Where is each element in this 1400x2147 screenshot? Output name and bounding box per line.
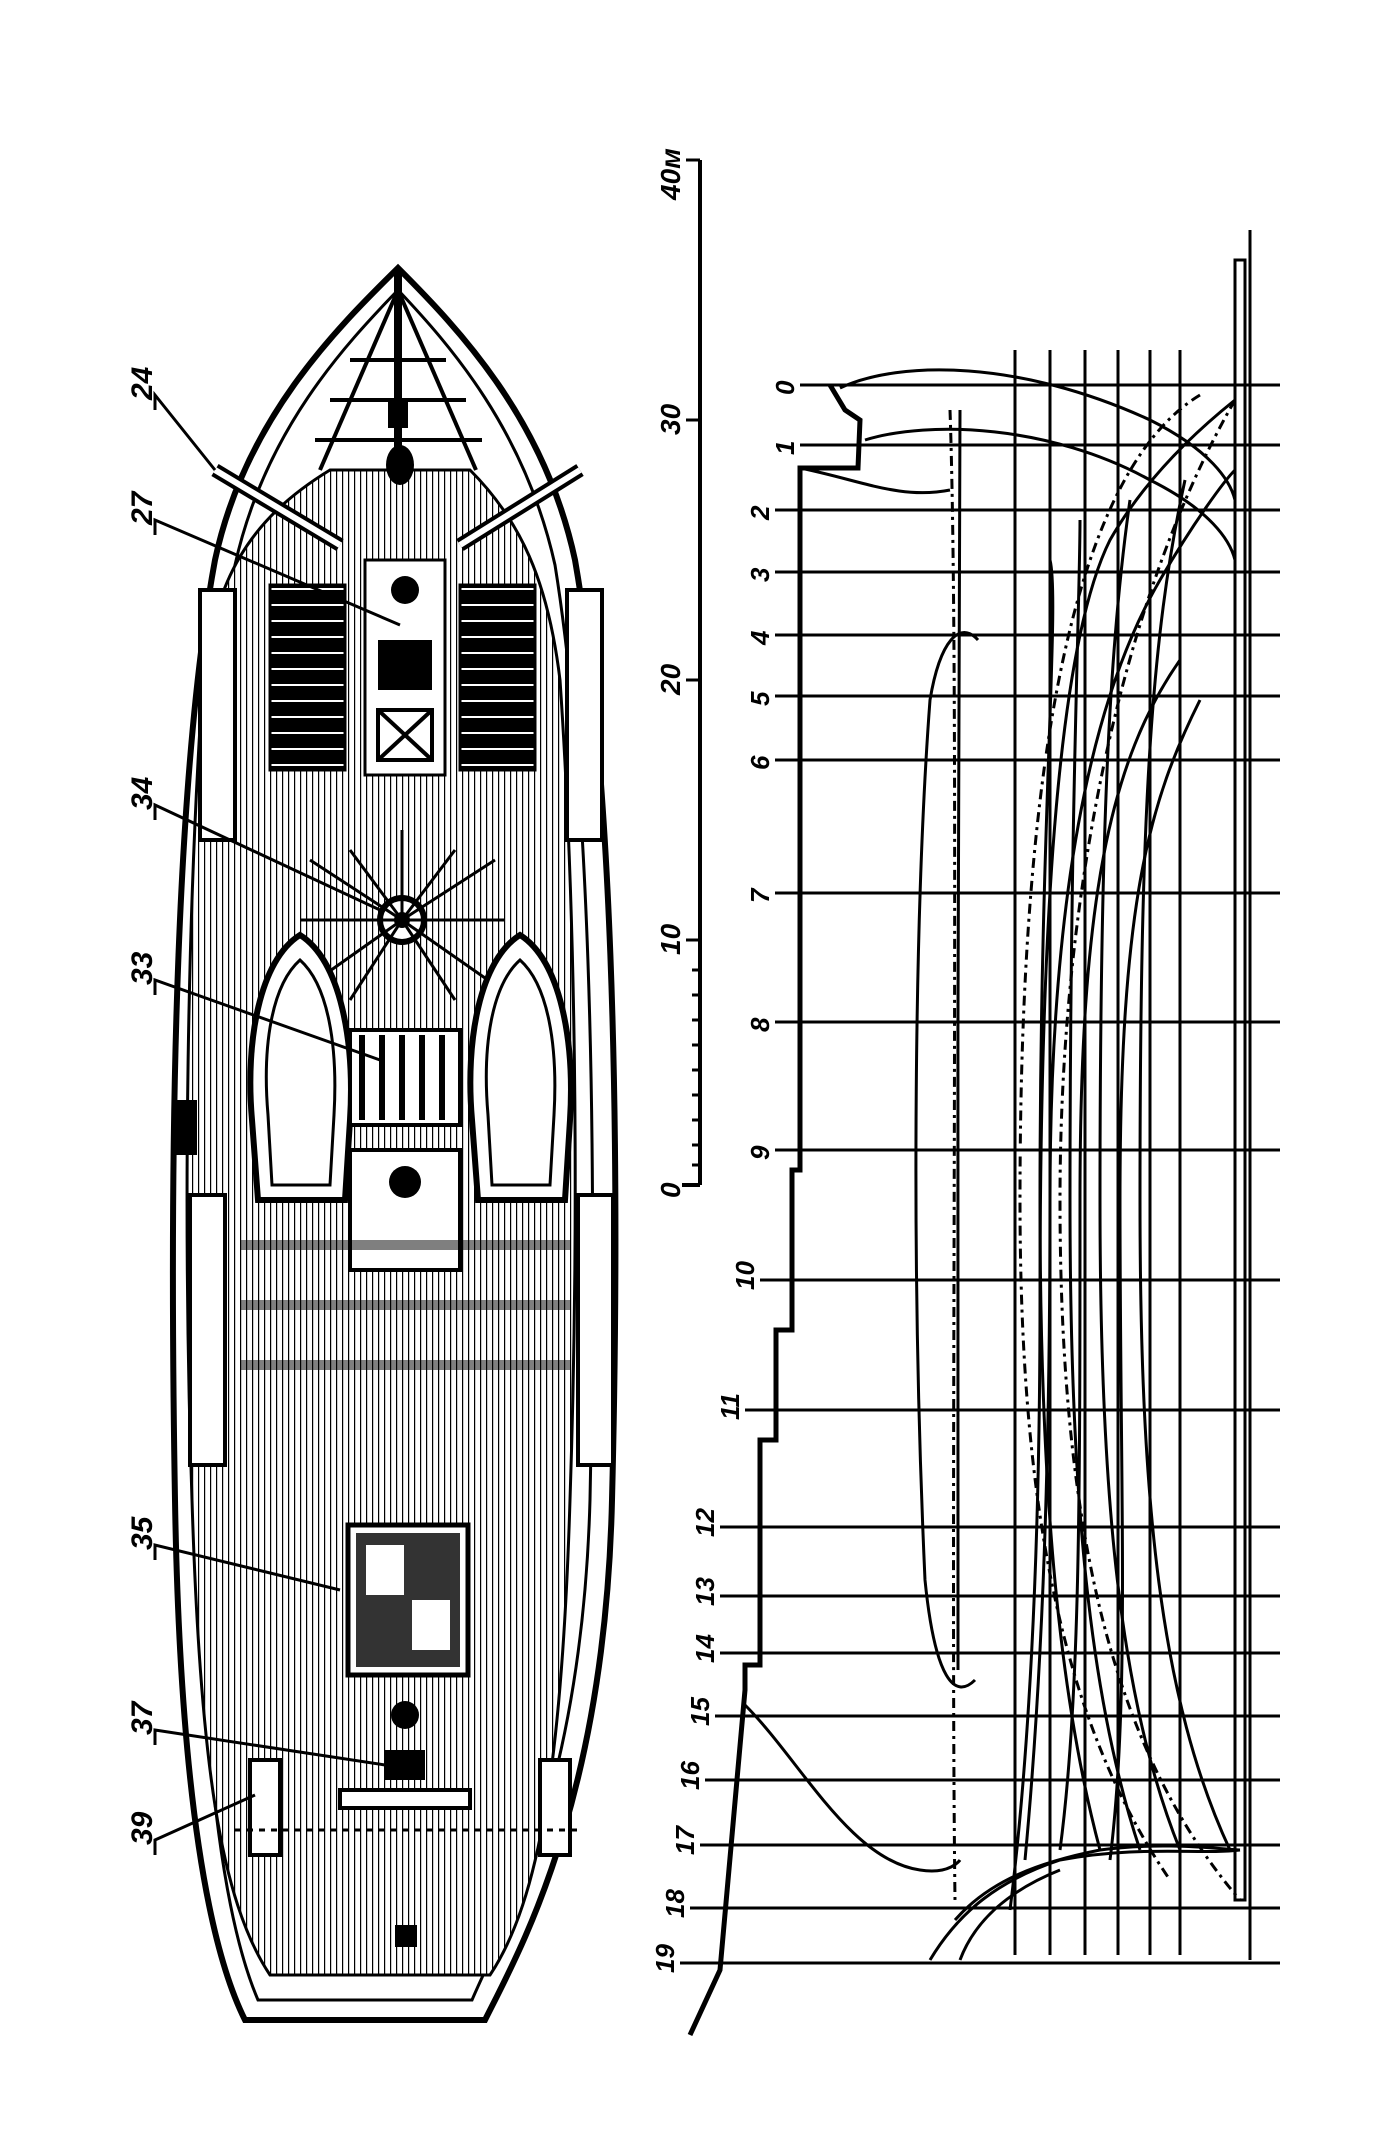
station-label-7: 7 xyxy=(745,887,775,903)
boats xyxy=(247,931,574,1203)
station-label-12: 12 xyxy=(690,1508,720,1537)
station-label-0: 0 xyxy=(770,380,800,395)
main-hatch xyxy=(345,1522,471,1678)
station-label-5: 5 xyxy=(745,691,775,706)
callout-37: 37 xyxy=(126,1700,159,1735)
dashed-diagonals xyxy=(948,393,1242,1901)
station-label-13: 13 xyxy=(690,1577,720,1606)
station-label-6: 6 xyxy=(745,755,775,770)
station-label-14: 14 xyxy=(690,1634,720,1663)
section-curves xyxy=(839,368,1241,1961)
station-label-15: 15 xyxy=(685,1697,715,1726)
scale-tick-30: 30 xyxy=(655,403,686,435)
scale-tick-10: 10 xyxy=(655,923,686,955)
scale-tick-20: 20 xyxy=(655,663,686,696)
callout-24: 24 xyxy=(126,366,159,401)
station-label-2: 2 xyxy=(745,505,775,521)
callout-27: 27 xyxy=(126,490,159,526)
deck-diagonal xyxy=(914,631,980,1689)
station-label-16: 16 xyxy=(675,1761,705,1790)
station-label-11: 11 xyxy=(715,1393,745,1420)
scale-tick-40: 40м xyxy=(655,148,686,201)
aft-fittings xyxy=(235,1701,580,1947)
fore-ports xyxy=(198,588,604,842)
station-label-4: 4 xyxy=(745,630,775,646)
scale-bar: 0 10 20 30 40м xyxy=(655,148,702,1198)
mid-grating xyxy=(348,1028,462,1272)
deck-plan: 24 27 34 33 35 37 39 xyxy=(126,263,619,2023)
station-label-10: 10 xyxy=(730,1261,760,1290)
station-label-1: 1 xyxy=(770,441,800,455)
bow-structure xyxy=(211,268,584,552)
station-label-19: 19 xyxy=(650,1944,680,1973)
scale-tick-0: 0 xyxy=(655,1182,686,1198)
sheer-profile xyxy=(687,383,863,2037)
stern-curve xyxy=(743,1703,962,1873)
station-label-18: 18 xyxy=(660,1889,690,1918)
callout-34: 34 xyxy=(126,776,159,810)
callouts xyxy=(153,390,401,1855)
station-label-8: 8 xyxy=(745,1017,775,1032)
station-label-9: 9 xyxy=(745,1145,775,1160)
station-label-17: 17 xyxy=(670,1825,700,1855)
fore-gratings xyxy=(268,558,537,777)
station-label-3: 3 xyxy=(745,567,775,582)
callout-35: 35 xyxy=(126,1515,159,1550)
callout-39: 39 xyxy=(126,1811,159,1845)
callout-33: 33 xyxy=(126,951,159,985)
mid-ports xyxy=(175,1100,615,1467)
